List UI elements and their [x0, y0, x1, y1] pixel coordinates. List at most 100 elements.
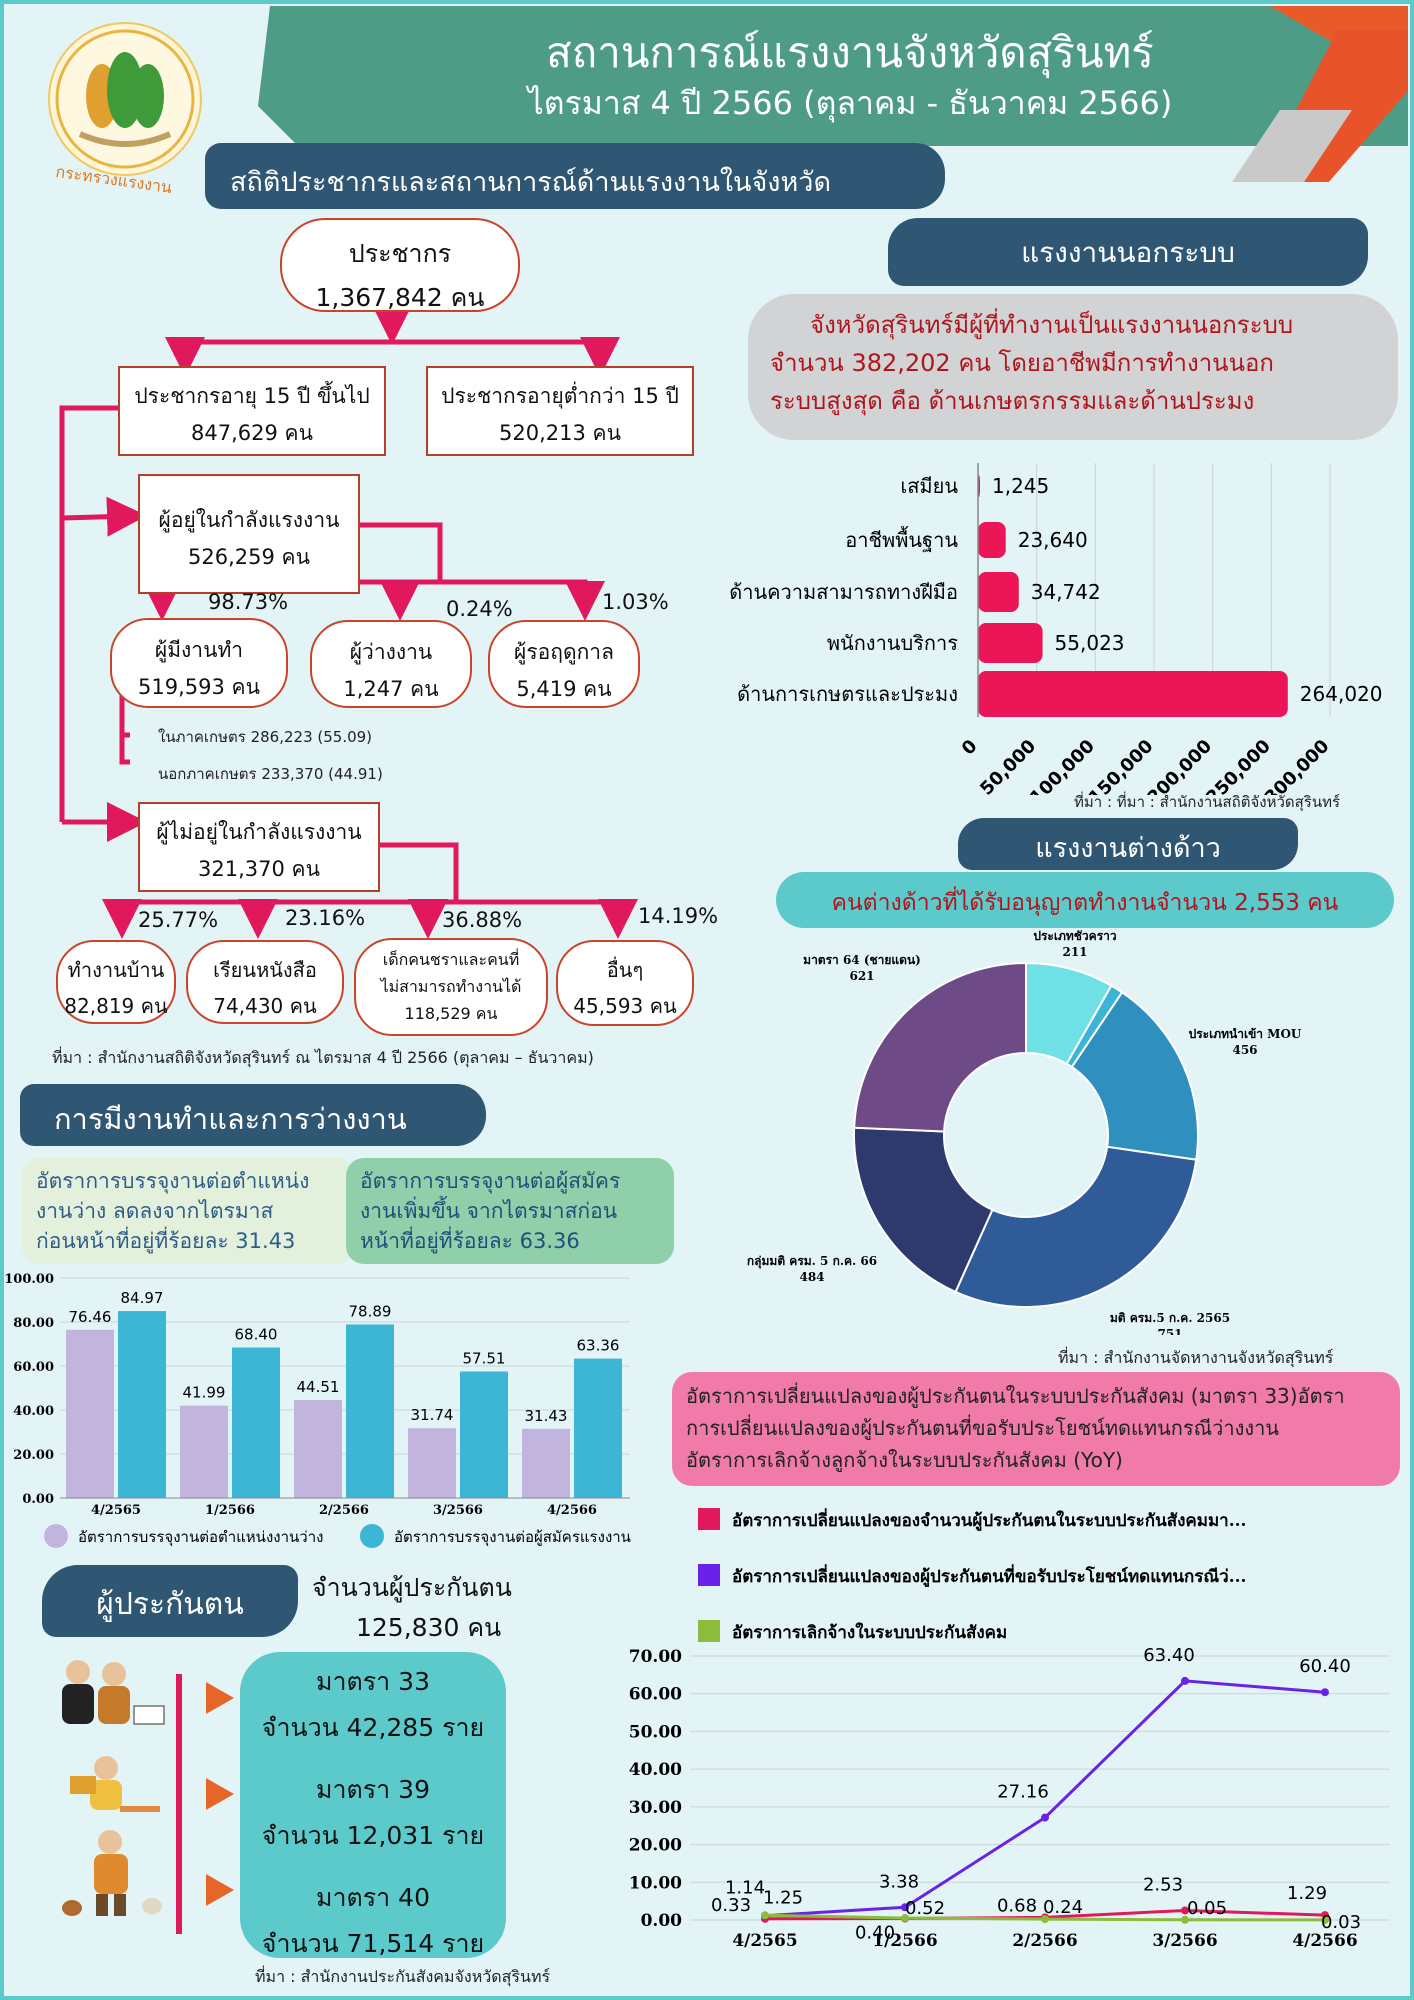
y-tick-label: 80.00	[13, 1316, 54, 1331]
seasonal-pct: 1.03%	[602, 590, 669, 614]
population-total-label: ประชากร	[348, 239, 452, 268]
applicant-rate-callout: อัตราการบรรจุงานต่อผู้สมัคร งานเพิ่มขึ้น…	[346, 1158, 674, 1264]
informal-text-1: จังหวัดสุรินทร์มีผู้ที่ทำงานเป็นแรงงานนอ…	[810, 311, 1294, 339]
population-source: ที่มา : สำนักงานสถิติจังหวัดสุรินทร์ ณ ไ…	[52, 1048, 594, 1067]
data-point	[761, 1911, 769, 1920]
foreign-source: ที่มา : สำนักงานจัดหางานจังหวัดสุรินทร์	[1058, 1348, 1334, 1367]
labour-force-value: 526,259 คน	[188, 545, 310, 569]
data-label: 57.51	[463, 1349, 506, 1367]
other-label: อื่นๆ	[606, 958, 644, 982]
section-heading-employment: การมีงานทำและการว่างงาน	[20, 1084, 486, 1146]
data-label: 264,020	[1300, 682, 1383, 706]
freelancer-icon	[70, 1756, 160, 1812]
x-tick-label: 3/2566	[1152, 1931, 1217, 1950]
category-label: ด้านการเกษตรและประมง	[737, 682, 958, 706]
slice-value: 751	[1157, 1327, 1182, 1335]
callout1-line-1: อัตราการบรรจุงานต่อตำแหน่ง	[36, 1169, 310, 1193]
under15-label: ประชากรอายุต่ำกว่า 15 ปี	[441, 384, 679, 408]
x-tick-label: 300,000	[1261, 736, 1334, 795]
x-tick-label: 1/2566	[205, 1503, 255, 1518]
x-tick-label: 4/2566	[547, 1503, 597, 1518]
labour-force-label: ผู้อยู่ในกำลังแรงงาน	[158, 508, 340, 532]
under15-box: ประชากรอายุต่ำกว่า 15 ปี 520,213 คน	[426, 366, 694, 456]
legend-swatch	[360, 1524, 384, 1548]
informal-title: แรงงานนอกระบบ	[1021, 236, 1235, 269]
studying-value: 74,430 คน	[213, 994, 317, 1018]
other-pct: 14.19%	[638, 904, 719, 928]
category-label: เสมียน	[900, 474, 958, 498]
legend-swatch	[698, 1508, 720, 1530]
x-tick-label: 2/2566	[1012, 1931, 1077, 1950]
insured-arrows	[206, 1682, 234, 1906]
section40-value: จำนวน 71,514 ราย	[261, 1929, 485, 1958]
data-label: 31.74	[411, 1406, 454, 1424]
bar	[460, 1371, 508, 1498]
employed-label: ผู้มีงานทำ	[154, 638, 244, 662]
bar	[294, 1400, 342, 1498]
section40-label: มาตรา 40	[316, 1883, 430, 1912]
donut-slice	[853, 1126, 994, 1294]
insured-divider	[176, 1674, 182, 1934]
bar	[522, 1428, 570, 1498]
category-label: พนักงานบริการ	[827, 631, 958, 655]
ss-rates-line-chart: อัตราการเปลี่ยนแปลงของจำนวนผู้ประกันตนใน…	[629, 1508, 1390, 1950]
callout2-line-1: อัตราการบรรจุงานต่อผู้สมัคร	[360, 1169, 621, 1193]
age15-value: 847,629 คน	[191, 421, 313, 445]
bar	[180, 1405, 228, 1498]
housework-label: ทำงานบ้าน	[67, 958, 165, 982]
informal-source: ที่มา : ที่มา : สำนักงานสถิติจังหวัดสุริ…	[1074, 793, 1341, 811]
y-tick-label: 20.00	[629, 1836, 682, 1856]
data-point	[1181, 1915, 1189, 1924]
data-point	[1041, 1813, 1049, 1822]
slice-label: มติ ครม.5 ก.ค. 2565	[1110, 1311, 1230, 1325]
section-heading-foreign: แรงงานต่างด้าว	[958, 818, 1298, 870]
callout2-line-2: งานเพิ่มขึ้น จากไตรมาสก่อน	[360, 1199, 618, 1223]
data-label: 0.03	[1321, 1912, 1361, 1933]
x-tick-label: 4/2566	[1292, 1931, 1357, 1950]
y-tick-label: 20.00	[13, 1448, 54, 1463]
x-tick-label: 4/2565	[732, 1931, 797, 1950]
nonagri-sector-note: นอกภาคเกษตร 233,370 (44.91)	[158, 765, 383, 783]
insured-count-label: จำนวนผู้ประกันตน	[312, 1573, 512, 1602]
employed-value: 519,593 คน	[138, 675, 260, 699]
slice-label: มาตรา 64 (ชายแดน)	[803, 953, 921, 967]
x-tick-label: 100,000	[1026, 736, 1099, 795]
bar	[66, 1329, 114, 1498]
y-tick-label: 40.00	[13, 1404, 54, 1419]
data-label: 31.43	[525, 1407, 568, 1425]
farmer-icon	[62, 1830, 162, 1916]
section-heading-informal: แรงงานนอกระบบ	[888, 218, 1368, 286]
unemployed-pct: 0.24%	[446, 597, 513, 621]
population-total-box: ประชากร 1,367,842 คน	[280, 218, 520, 312]
play-arrow-icon	[206, 1778, 234, 1810]
data-label: 0.33	[711, 1895, 751, 1916]
bar	[978, 522, 1006, 558]
data-label: 0.05	[1187, 1898, 1227, 1919]
donut-slice	[1070, 990, 1199, 1161]
x-tick-label: 3/2566	[433, 1503, 483, 1518]
studying-pct: 23.16%	[285, 906, 366, 930]
under15-value: 520,213 คน	[499, 421, 621, 445]
y-tick-label: 0.00	[22, 1492, 54, 1507]
data-label: 2.53	[1143, 1874, 1183, 1895]
data-point	[1321, 1688, 1329, 1697]
callout2-line-3: หน้าที่อยู่ที่ร้อยละ 63.36	[360, 1229, 580, 1253]
foreign-banner-text: คนต่างด้าวที่ได้รับอนุญาตทำงานจำนวน 2,55…	[831, 890, 1339, 916]
legend-label: อัตราการบรรจุงานต่อผู้สมัครแรงงาน	[394, 1528, 631, 1547]
y-tick-label: 60.00	[629, 1685, 682, 1705]
x-tick-label: 50,000	[976, 736, 1040, 795]
employment-title: การมีงานทำและการว่างงาน	[54, 1102, 407, 1136]
x-tick-label: 250,000	[1202, 736, 1275, 795]
section39-label: มาตรา 39	[316, 1775, 430, 1804]
ss-rates-title-box: อัตราการเปลี่ยนแปลงของผู้ประกันตนในระบบป…	[672, 1372, 1400, 1486]
data-label: 63.36	[577, 1337, 620, 1355]
slice-label: ประเภทชั่วคราว	[1033, 930, 1117, 943]
play-arrow-icon	[206, 1874, 234, 1906]
employed-box: ผู้มีงานทำ 519,593 คน	[110, 618, 288, 708]
y-tick-label: 0.00	[641, 1911, 683, 1931]
data-label: 60.40	[1299, 1656, 1351, 1677]
bar	[232, 1347, 280, 1498]
donut-slice	[853, 961, 1027, 1133]
data-point	[1041, 1915, 1049, 1924]
